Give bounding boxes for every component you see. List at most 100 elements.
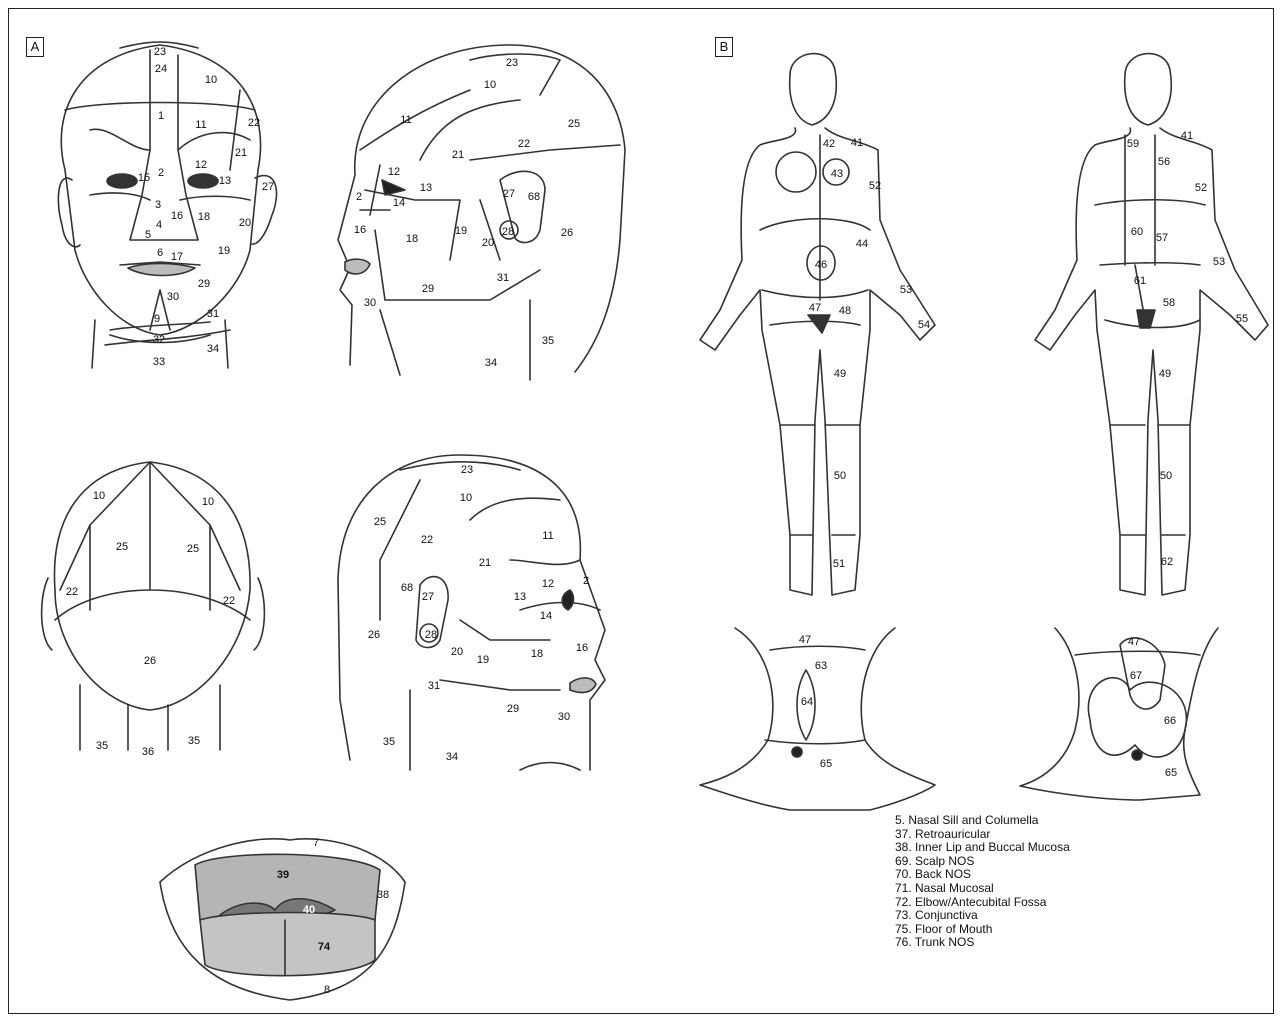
- front-face-region-label: 31: [207, 308, 219, 320]
- body-front-region-lines: [760, 135, 870, 535]
- side-right-region-label: 20: [451, 646, 463, 658]
- body-back-region-label: 55: [1236, 313, 1248, 325]
- genital-back-penis: [1120, 638, 1165, 709]
- side-left-region-label: 30: [364, 297, 376, 309]
- front-face-region-label: 20: [239, 217, 251, 229]
- front-face-region-label: 12: [195, 159, 207, 171]
- front-face-left-ear: [58, 178, 80, 247]
- body-front-region-label: 46: [815, 259, 827, 271]
- side-left-region-label: 16: [354, 224, 366, 236]
- body-back-torso: [1035, 128, 1268, 595]
- legend-item: 73. Conjunctiva: [895, 909, 1070, 923]
- front-face-region-label: 5: [145, 229, 151, 241]
- body-back-region-label: 62: [1161, 556, 1173, 568]
- side-right-region-label: 28: [425, 629, 437, 641]
- mouth-region-label: 39: [277, 869, 289, 881]
- side-left-region-label: 22: [518, 138, 530, 150]
- side-left-region-label: 23: [506, 57, 518, 69]
- body-front-pubic: [808, 315, 830, 333]
- side-left-region-label: 20: [482, 237, 494, 249]
- body-front-region-label: 54: [918, 319, 930, 331]
- side-right-region-label: 16: [576, 642, 588, 654]
- back-head-region-label: 36: [142, 746, 154, 758]
- back-head-region-label: 10: [93, 490, 105, 502]
- side-left-region-label: 29: [422, 283, 434, 295]
- legend-item: 75. Floor of Mouth: [895, 923, 1070, 937]
- side-left-region-label: 18: [406, 233, 418, 245]
- side-left-region-label: 28: [502, 226, 514, 238]
- legend-item: 37. Retroauricular: [895, 828, 1070, 842]
- front-face-region-label: 6: [157, 247, 163, 259]
- side-right-neck: [410, 690, 580, 770]
- genital-back-lines: [1075, 651, 1200, 655]
- front-face-region-label: 30: [167, 291, 179, 303]
- genital-front-region-label: 65: [820, 758, 832, 770]
- front-face-region-label: 23: [154, 46, 166, 58]
- front-face-lips: [128, 264, 195, 276]
- side-left-region-label: 68: [528, 191, 540, 203]
- body-back-region-label: 53: [1213, 256, 1225, 268]
- front-face-region-label: 15: [138, 172, 150, 184]
- mouth-region-label: 74: [318, 941, 331, 953]
- body-front-region-label: 41: [851, 137, 863, 149]
- front-face-region-label: 27: [262, 181, 274, 193]
- side-left-region-label: 14: [393, 197, 405, 209]
- mouth-region-label: 7: [313, 837, 319, 849]
- body-front-head: [790, 54, 837, 125]
- side-left-outline: [338, 45, 625, 372]
- back-head-region-label: 22: [223, 595, 235, 607]
- body-back-region-label: 60: [1131, 226, 1143, 238]
- front-face-region-label: 2: [158, 167, 164, 179]
- body-front-region-label: 51: [833, 558, 845, 570]
- front-face-region-label: 18: [198, 211, 210, 223]
- back-head-region-label: 26: [144, 655, 156, 667]
- side-left-lips: [345, 259, 370, 274]
- side-right-region-label: 21: [479, 557, 491, 569]
- side-right-region-label: 31: [428, 680, 440, 692]
- mouth-diagram: [160, 839, 405, 1000]
- side-right-region-label: 25: [374, 516, 386, 528]
- front-face-region-label: 29: [198, 278, 210, 290]
- side-right-region-label: 22: [421, 534, 433, 546]
- genital-back-anus: [1132, 750, 1142, 760]
- legend-item: 70. Back NOS: [895, 868, 1070, 882]
- front-face-region-label: 21: [235, 147, 247, 159]
- genital-back-region-label: 47: [1128, 636, 1140, 648]
- side-left-region-label: 27: [503, 188, 515, 200]
- legend-item: 38. Inner Lip and Buccal Mucosa: [895, 841, 1070, 855]
- side-right-region-label: 68: [401, 582, 413, 594]
- body-front-region-label: 43: [831, 168, 843, 180]
- side-left-region-label: 26: [561, 227, 573, 239]
- side-left-region-label: 10: [484, 79, 496, 91]
- genital-back-region-label: 65: [1165, 767, 1177, 779]
- front-face-region-label: 3: [155, 199, 161, 211]
- side-left-region-label: 21: [452, 149, 464, 161]
- side-right-region-label: 10: [460, 492, 472, 504]
- body-back-diagram: [1035, 54, 1268, 595]
- side-right-region-label: 11: [542, 530, 553, 542]
- side-right-region-label: 27: [422, 591, 434, 603]
- front-face-region-label: 19: [218, 245, 230, 257]
- side-left-region-label: 11: [400, 114, 411, 126]
- body-front-region-label: 47: [809, 302, 821, 314]
- body-front-region-label: 48: [839, 305, 851, 317]
- back-head-region-lines: [55, 462, 250, 620]
- side-left-region-label: 19: [455, 225, 467, 237]
- front-face-region-label: 32: [153, 334, 165, 346]
- body-back-region-label: 41: [1181, 130, 1193, 142]
- mouth-region-label: 8: [324, 984, 330, 996]
- legend-item: 69. Scalp NOS: [895, 855, 1070, 869]
- back-head-region-label: 35: [188, 735, 200, 747]
- back-head-outline: [54, 462, 250, 710]
- genital-back-diagram: [1020, 628, 1218, 800]
- front-face-region-label: 22: [248, 117, 260, 129]
- back-head-region-label: 25: [187, 543, 199, 555]
- body-front-region-label: 52: [869, 180, 881, 192]
- side-left-eye: [382, 180, 405, 195]
- body-back-region-label: 49: [1159, 368, 1171, 380]
- side-right-region-label: 34: [446, 751, 458, 763]
- side-left-region-label: 35: [542, 335, 554, 347]
- side-right-region-label: 19: [477, 654, 489, 666]
- back-head-region-label: 22: [66, 586, 78, 598]
- side-right-region-label: 2: [583, 575, 589, 587]
